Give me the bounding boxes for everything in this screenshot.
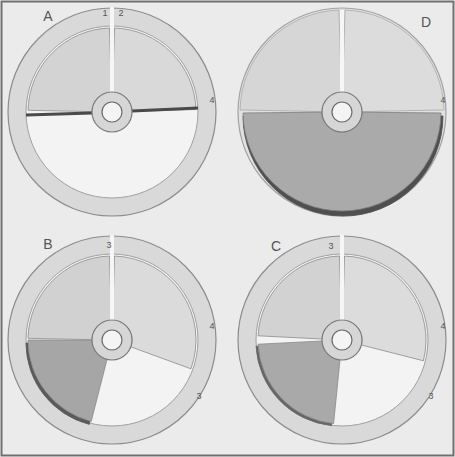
callout-number: 1 (102, 9, 107, 18)
disc-letter: D (421, 15, 431, 29)
hub-hole (332, 330, 352, 350)
outer-ring (8, 236, 216, 444)
sector (240, 10, 341, 112)
disc (238, 8, 446, 216)
callout-number: 3 (428, 392, 433, 401)
slot (110, 7, 114, 92)
callout-number: 4 (440, 322, 445, 331)
outer-ring (238, 236, 446, 444)
outer-ring (8, 8, 216, 216)
callout-number: 4 (209, 322, 214, 331)
disc-letter: B (43, 237, 52, 251)
sector (343, 10, 444, 112)
slot (340, 10, 344, 92)
disc-face (238, 8, 446, 216)
callout-number: 4 (209, 96, 214, 105)
disc-letter: A (43, 9, 52, 23)
hub-hole (102, 330, 122, 350)
disc-letter: C (271, 239, 281, 253)
callout-number: 4 (440, 96, 445, 105)
sector (28, 340, 107, 421)
callout-number: 2 (118, 9, 123, 18)
slot (340, 235, 344, 320)
disc (238, 235, 446, 444)
hub-hole (102, 102, 122, 122)
callout-number: 3 (328, 242, 333, 251)
hub (92, 320, 132, 360)
hub-hole (332, 102, 352, 122)
hub (322, 320, 362, 360)
hub (322, 92, 362, 132)
disc (8, 235, 216, 444)
disc (8, 7, 216, 216)
callout-number: 3 (196, 392, 201, 401)
callout-number: 3 (106, 241, 111, 250)
hub (92, 92, 132, 132)
